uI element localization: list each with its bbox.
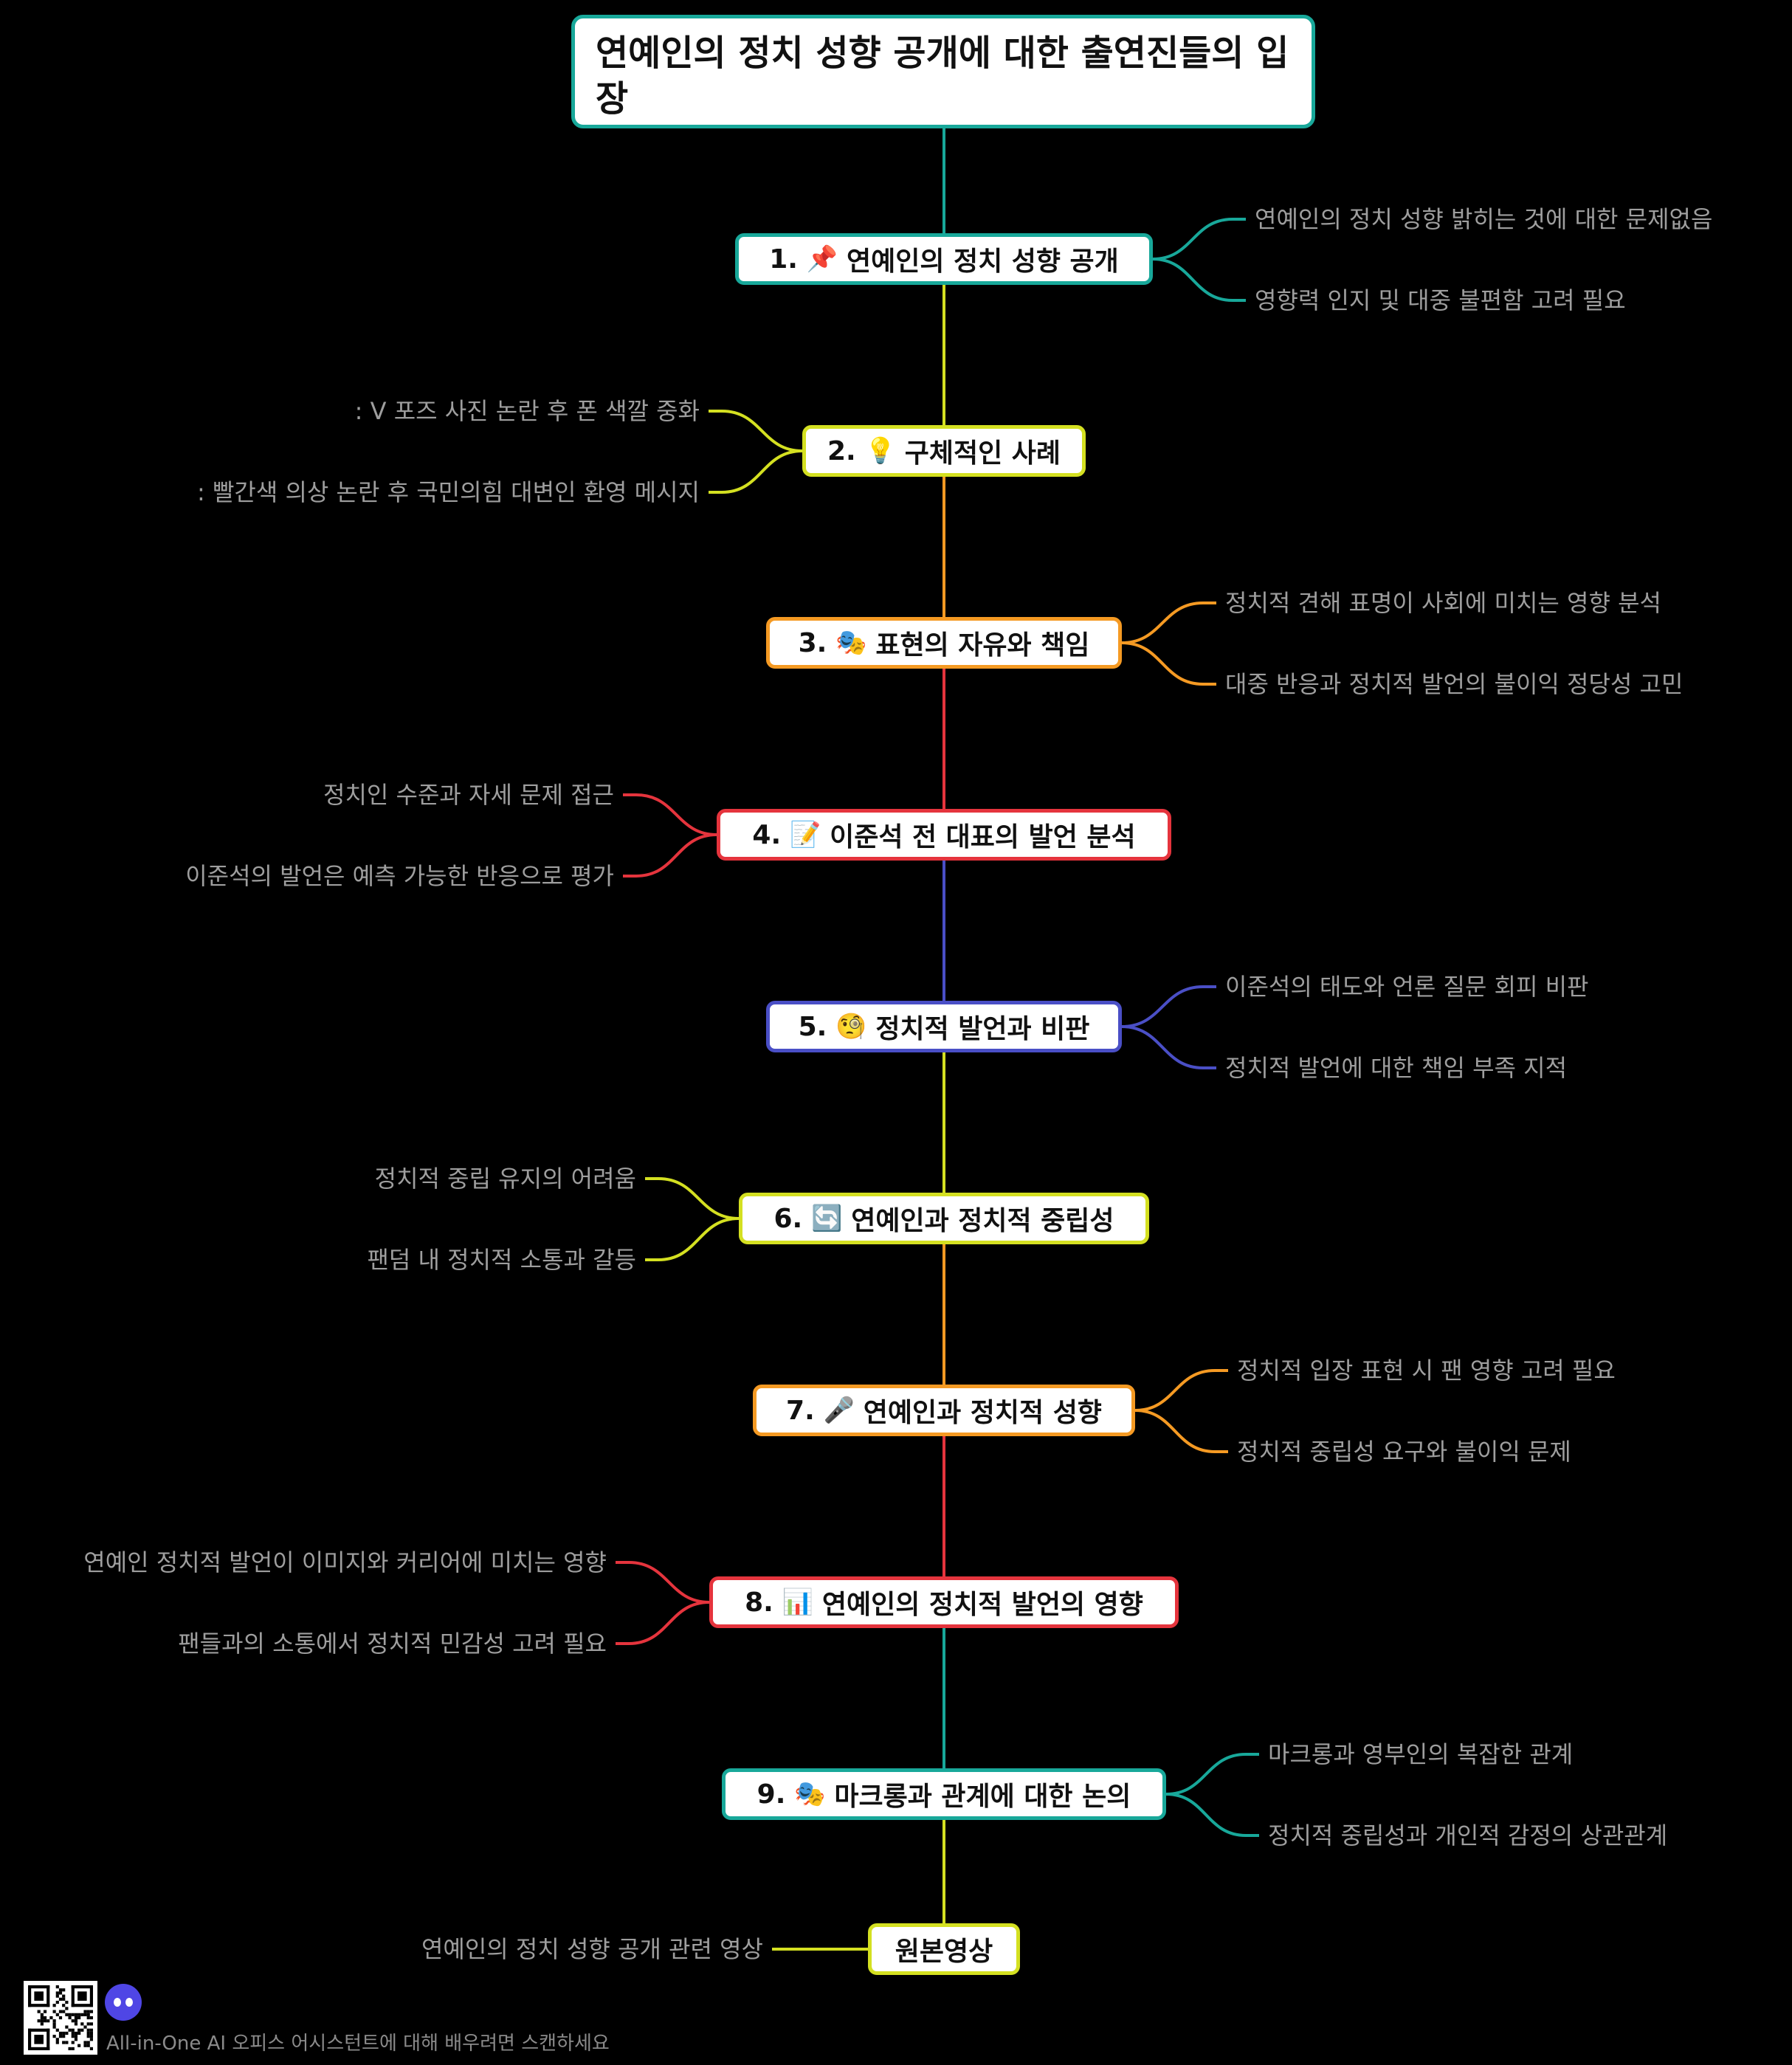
leaf-text-5-1: 이준석의 태도와 언론 질문 회피 비판 (1225, 973, 1589, 1001)
topic-node-7[interactable]: 7. 🎤 연예인과 정치적 성향 (753, 1385, 1135, 1436)
topic-label: 마크롱과 관계에 대한 논의 (834, 1782, 1131, 1812)
pushpin-icon: 📌 (806, 244, 838, 274)
topic-node-5[interactable]: 5. 🧐 정치적 발언과 비판 (766, 1001, 1122, 1052)
topic-node-6[interactable]: 6. 🔄 연예인과 정치적 중립성 (739, 1193, 1149, 1244)
topic-label: 연예인의 정치 성향 공개 (846, 247, 1119, 277)
topic-node-1[interactable]: 1. 📌 연예인의 정치 성향 공개 (735, 233, 1153, 285)
branch-2-2 (709, 449, 803, 494)
topic-label: 연예인과 정치적 중립성 (851, 1206, 1114, 1236)
topic-number: 6. (773, 1203, 803, 1234)
branch-3-2 (1121, 641, 1216, 686)
topic-node-8[interactable]: 8. 📊연예인의 정치적 발언의 영향 (709, 1576, 1179, 1628)
branch-8-2 (616, 1601, 710, 1645)
leaf-text-3-2: 대중 반응과 정치적 발언의 불이익 정당성 고민 (1225, 670, 1684, 698)
topic-node-4[interactable]: 4.📝 이준석 전 대표의 발언 분석 (717, 809, 1171, 861)
branch-1-2 (1152, 258, 1246, 302)
topic-number: 7. (786, 1395, 815, 1426)
branch-2-1 (709, 410, 803, 452)
topic-number: 9. (757, 1779, 786, 1810)
branch-7-1 (1134, 1369, 1228, 1412)
qr-code-icon (24, 1981, 97, 2055)
branch-6-1 (645, 1177, 740, 1220)
branch-9-2 (1165, 1793, 1259, 1837)
leaf-text-4-2: 이준석의 발언은 예측 가능한 반응으로 평가 (185, 862, 614, 890)
microphone-icon: 🎤 (823, 1396, 855, 1425)
bar-chart-icon: 📊 (782, 1587, 814, 1617)
leaf-text-6-2: 팬덤 내 정치적 소통과 갈등 (367, 1246, 636, 1274)
theater-masks-icon: 🎭 (835, 628, 867, 658)
branch-3-1 (1121, 601, 1216, 644)
leaf-text-7-2: 정치적 중립성 요구와 불이익 문제 (1237, 1438, 1571, 1466)
topic-number: 3. (798, 627, 827, 658)
topic-node-3[interactable]: 3. 🎭 표현의 자유와 책임 (766, 617, 1122, 669)
robot-logo-icon (105, 1984, 142, 2021)
topic-node-10[interactable]: 원본영상 (868, 1923, 1020, 1975)
topic-number: 4. (752, 819, 782, 850)
topic-number: 8. (745, 1587, 773, 1618)
leaf-text-6-1: 정치적 중립 유지의 어려움 (374, 1165, 636, 1193)
leaf-text-10-1: 연예인의 정치 성향 공개 관련 영상 (421, 1935, 763, 1963)
topic-label: 연예인과 정치적 성향 (863, 1398, 1102, 1428)
topic-node-9[interactable]: 9. 🎭 마크롱과 관계에 대한 논의 (722, 1768, 1166, 1820)
refresh-icon: 🔄 (811, 1204, 843, 1233)
topic-node-2[interactable]: 2. 💡 구체적인 사례 (802, 425, 1086, 477)
branch-7-2 (1134, 1409, 1228, 1453)
leaf-text-9-2: 정치적 중립성과 개인적 감정의 상관관계 (1268, 1821, 1668, 1849)
branch-9-1 (1165, 1753, 1259, 1796)
topic-label: 이준석 전 대표의 발언 분석 (830, 822, 1136, 852)
leaf-text-8-1: 연예인 정치적 발언이 이미지와 커리어에 미치는 영향 (83, 1548, 607, 1576)
topic-label: 표현의 자유와 책임 (875, 630, 1090, 661)
branch-6-2 (645, 1217, 740, 1261)
leaf-text-1-1: 연예인의 정치 성향 밝히는 것에 대한 문제없음 (1255, 205, 1713, 233)
topic-number: 5. (798, 1011, 827, 1042)
central-topic: 연예인의 정치 성향 공개에 대한 출연진들의 입장 (571, 15, 1315, 128)
topic-label: 구체적인 사례 (904, 438, 1061, 469)
lightbulb-icon: 💡 (864, 436, 896, 466)
leaf-text-2-1: : V 포즈 사진 논란 후 폰 색깔 중화 (354, 397, 700, 425)
topic-number: 1. (769, 244, 798, 275)
topic-number: 2. (827, 435, 856, 466)
branch-4-1 (623, 793, 717, 836)
footer-text: All-in-One AI 오피스 어시스턴트에 대해 배우려면 스캔하세요 (106, 2033, 610, 2055)
branch-1-1 (1152, 218, 1246, 261)
theater-masks-icon: 🎭 (794, 1779, 826, 1809)
leaf-text-9-1: 마크롱과 영부인의 복잡한 관계 (1268, 1740, 1574, 1768)
topic-label: 정치적 발언과 비판 (875, 1014, 1090, 1044)
face-with-monocle-icon: 🧐 (835, 1012, 867, 1041)
branch-5-2 (1121, 1025, 1216, 1069)
leaf-text-8-2: 팬들과의 소통에서 정치적 민감성 고려 필요 (178, 1630, 607, 1658)
leaf-text-5-2: 정치적 발언에 대한 책임 부족 지적 (1225, 1054, 1568, 1082)
branch-5-1 (1121, 985, 1216, 1028)
memo-icon: 📝 (789, 820, 821, 849)
leaf-text-4-1: 정치인 수준과 자세 문제 접근 (323, 781, 614, 809)
leaf-text-7-1: 정치적 입장 표현 시 팬 영향 고려 필요 (1237, 1356, 1616, 1385)
branch-4-2 (623, 833, 717, 878)
topic-label: 연예인의 정치적 발언의 영향 (821, 1590, 1143, 1620)
leaf-text-1-2: 영향력 인지 및 대중 불편함 고려 필요 (1255, 286, 1626, 314)
leaf-text-2-2: : 빨간색 의상 논란 후 국민의힘 대변인 환영 메시지 (197, 478, 700, 506)
leaf-text-3-1: 정치적 견해 표명이 사회에 미치는 영향 분석 (1225, 589, 1661, 617)
branch-8-1 (616, 1561, 710, 1604)
topic-label: 원본영상 (895, 1937, 993, 1967)
